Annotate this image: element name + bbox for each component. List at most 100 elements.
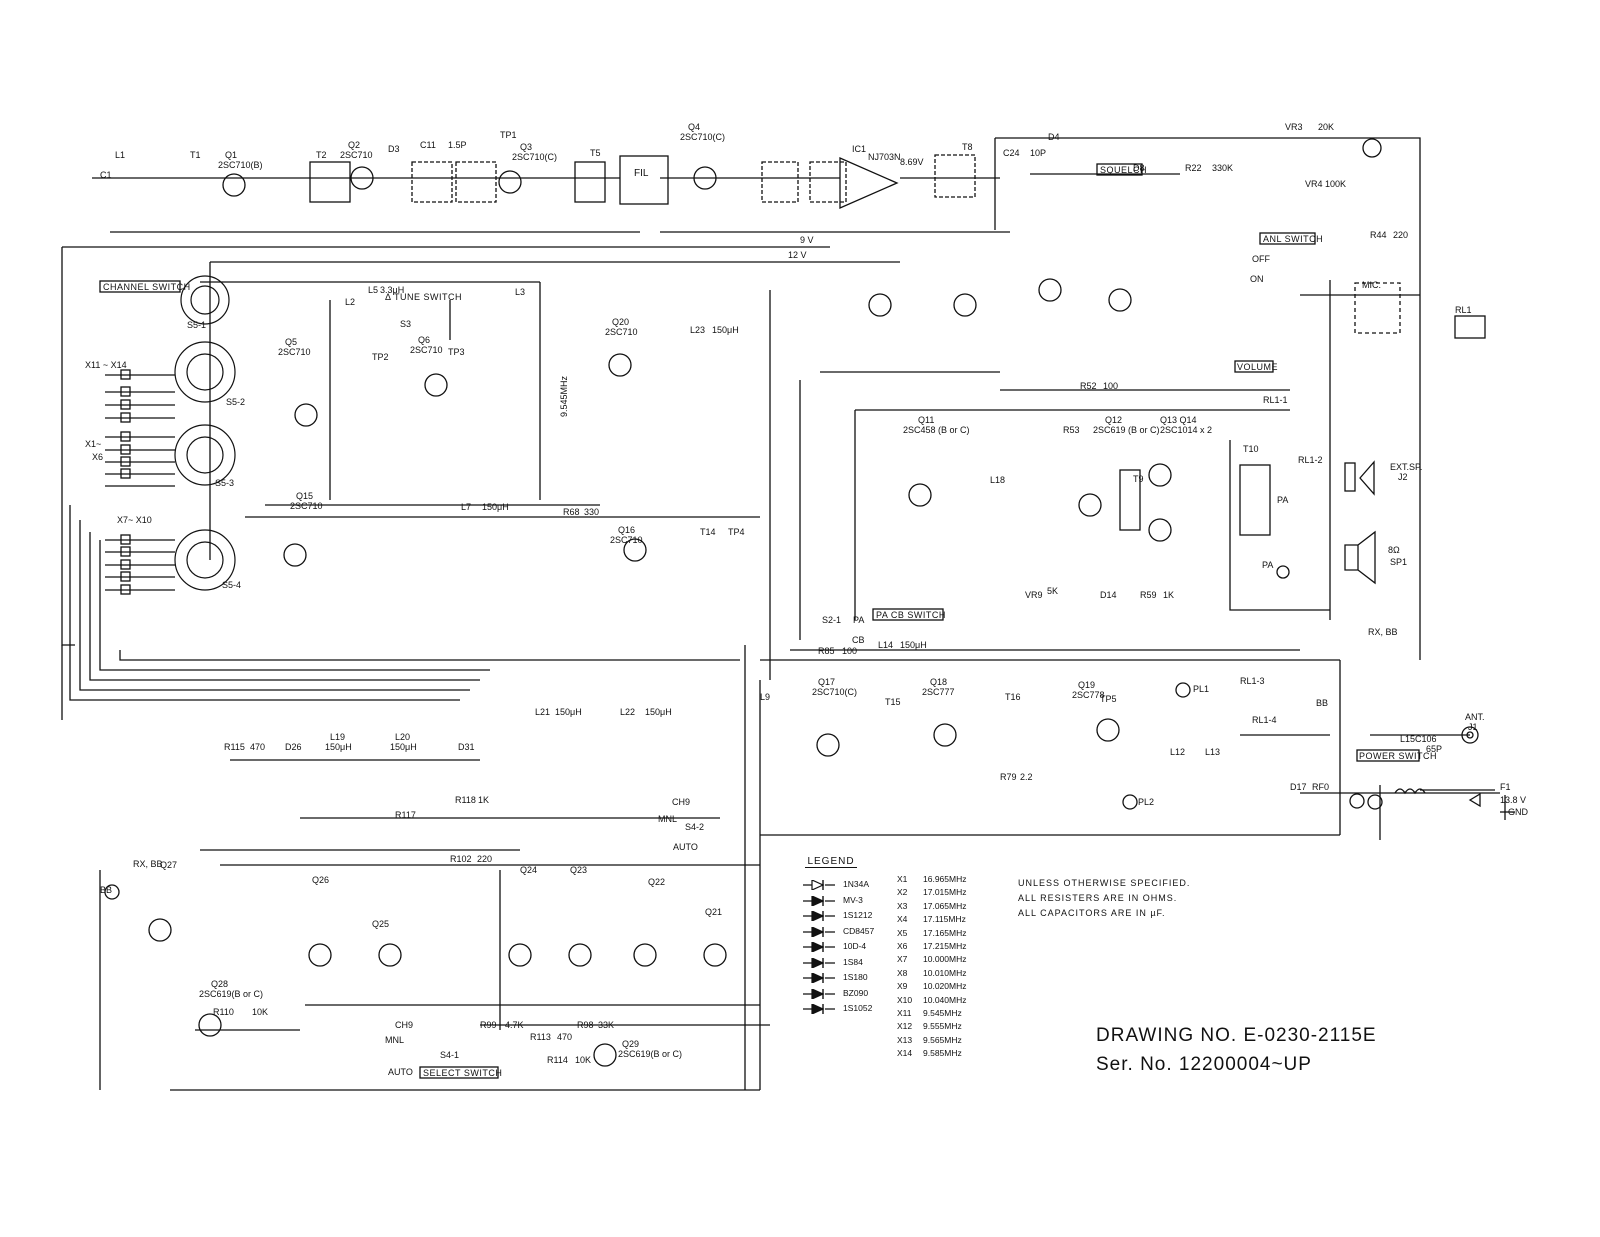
svg-text:R114: R114 [547, 1055, 568, 1065]
svg-text:Q3: Q3 [520, 142, 532, 152]
rx-bb-label: RX, BB [1368, 627, 1398, 637]
svg-text:S4-1: S4-1 [440, 1050, 459, 1060]
antenna-jack-label: J1 [1468, 722, 1478, 732]
crystal-id: X2 [897, 887, 908, 898]
svg-text:Q2: Q2 [348, 140, 360, 150]
svg-text:2SC1014 x 2: 2SC1014 x 2 [1160, 425, 1212, 435]
diode-icon [803, 880, 835, 890]
svg-text:10K: 10K [575, 1055, 591, 1065]
diode-icon [803, 1004, 835, 1014]
svg-text:100K: 100K [1325, 179, 1346, 189]
svg-text:150μH: 150μH [900, 640, 927, 650]
svg-text:D3: D3 [388, 144, 400, 154]
crystal-id: X12 [897, 1021, 913, 1032]
crystal-frequency: 10.010MHz [923, 967, 967, 978]
ic1-amplifier-symbol [839, 157, 899, 209]
component-labels: FIL NJ703N MIC. ANT. J1 EXT.SP. J2 SP1 8… [100, 152, 1529, 1077]
svg-text:R110: R110 [213, 1007, 234, 1017]
svg-text:Q26: Q26 [312, 875, 329, 885]
svg-text:R85: R85 [818, 646, 835, 656]
legend-item: BZ090 [803, 987, 868, 1001]
ic1-part-label: NJ703N [868, 152, 901, 162]
svg-text:5K: 5K [1047, 586, 1058, 596]
svg-text:T2: T2 [316, 150, 327, 160]
svg-text:S5-3: S5-3 [215, 478, 234, 488]
svg-text:Q24: Q24 [520, 865, 537, 875]
svg-text:2SC710(B): 2SC710(B) [218, 160, 263, 170]
svg-text:L19: L19 [330, 732, 345, 742]
svg-text:9 V: 9 V [800, 235, 814, 245]
svg-text:2SC710(C): 2SC710(C) [680, 132, 725, 142]
svg-text:220: 220 [1393, 230, 1408, 240]
svg-text:PL2: PL2 [1138, 797, 1154, 807]
bb-label: BB [1316, 698, 1328, 708]
legend-item: 1S1212 [803, 909, 872, 923]
svg-text:150μH: 150μH [645, 707, 672, 717]
crystal-frequency: 16.965MHz [923, 874, 967, 884]
svg-text:T1: T1 [190, 150, 201, 160]
svg-text:C11: C11 [420, 140, 436, 150]
svg-text:D8: D8 [1133, 163, 1145, 173]
crystal-id: X7 [897, 954, 908, 965]
svg-text:2SC619 (B or C): 2SC619 (B or C) [1093, 425, 1160, 435]
title-block: DRAWING NO. E-0230-2115E Ser. No. 122000… [1096, 1021, 1377, 1079]
svg-text:150μH: 150μH [712, 325, 739, 335]
note-line: UNLESS OTHERWISE SPECIFIED. [1018, 878, 1191, 888]
mic-label: MIC. [1362, 280, 1381, 290]
svg-text:Q18: Q18 [930, 677, 947, 687]
svg-text:330K: 330K [1212, 163, 1233, 173]
on-label: ON [1250, 274, 1264, 284]
svg-text:S4-2: S4-2 [685, 822, 704, 832]
svg-text:10P: 10P [1030, 148, 1046, 158]
ext-speaker-jack-symbol [1359, 460, 1375, 496]
legend-item: 1N34A [803, 878, 869, 892]
rx-bb-left-label: RX, BB [133, 859, 163, 869]
svg-text:Q12: Q12 [1105, 415, 1122, 425]
svg-text:100: 100 [1103, 381, 1118, 391]
svg-text:L14: L14 [878, 640, 893, 650]
svg-text:RF0: RF0 [1312, 782, 1329, 792]
speaker-label: SP1 [1390, 557, 1407, 567]
svg-text:Q21: Q21 [705, 907, 722, 917]
svg-text:Q16: Q16 [618, 525, 635, 535]
svg-text:20K: 20K [1318, 122, 1334, 132]
legend-item-name: CD8457 [843, 925, 875, 936]
svg-text:Q4: Q4 [688, 122, 700, 132]
channel-switch-wafers [174, 262, 236, 591]
crystal-id: X10 [897, 994, 913, 1005]
ground-label: GND [1508, 807, 1529, 817]
svg-text:CH9: CH9 [672, 797, 690, 807]
svg-text:X11 ~ X14: X11 ~ X14 [85, 360, 127, 370]
svg-text:Q1: Q1 [225, 150, 237, 160]
svg-text:Q11: Q11 [918, 415, 934, 425]
svg-text:X7~ X10: X7~ X10 [117, 515, 152, 525]
svg-text:33K: 33K [598, 1020, 614, 1030]
svg-text:3.3μH: 3.3μH [380, 285, 404, 295]
svg-text:2SC710: 2SC710 [410, 345, 443, 355]
svg-text:F1: F1 [1500, 782, 1511, 792]
crystal-frequency: 17.015MHz [923, 887, 967, 898]
svg-text:1.5P: 1.5P [448, 140, 467, 150]
pa-relay-label: PA [1277, 495, 1288, 505]
svg-text:T8: T8 [962, 142, 973, 152]
svg-text:T16: T16 [1005, 692, 1021, 702]
svg-text:VR9: VR9 [1025, 590, 1043, 600]
svg-text:T10: T10 [1243, 444, 1259, 454]
svg-text:PL1: PL1 [1193, 684, 1209, 694]
svg-text:12 V: 12 V [788, 250, 807, 260]
svg-text:2SC777: 2SC777 [922, 687, 955, 697]
svg-text:Q13 Q14: Q13 Q14 [1160, 415, 1197, 425]
svg-text:L23: L23 [690, 325, 705, 335]
transistor-symbols [148, 166, 1172, 1067]
svg-text:Q23: Q23 [570, 865, 587, 875]
crystal-id: X6 [897, 941, 908, 951]
svg-text:2SC710: 2SC710 [610, 535, 643, 545]
channel-switch-label: CHANNEL SWITCH [103, 282, 191, 292]
boxed-switch-labels: CHANNEL SWITCH Δ TUNE SWITCH SQUELCH ANL… [99, 163, 1437, 1079]
svg-text:D17: D17 [1290, 782, 1307, 792]
crystal-frequency: 10.000MHz [923, 954, 967, 965]
svg-text:TP2: TP2 [372, 352, 389, 362]
bb-left-label: BB [100, 885, 112, 895]
filter-label: FIL [634, 168, 649, 179]
legend-item: 1S1052 [803, 1002, 872, 1016]
